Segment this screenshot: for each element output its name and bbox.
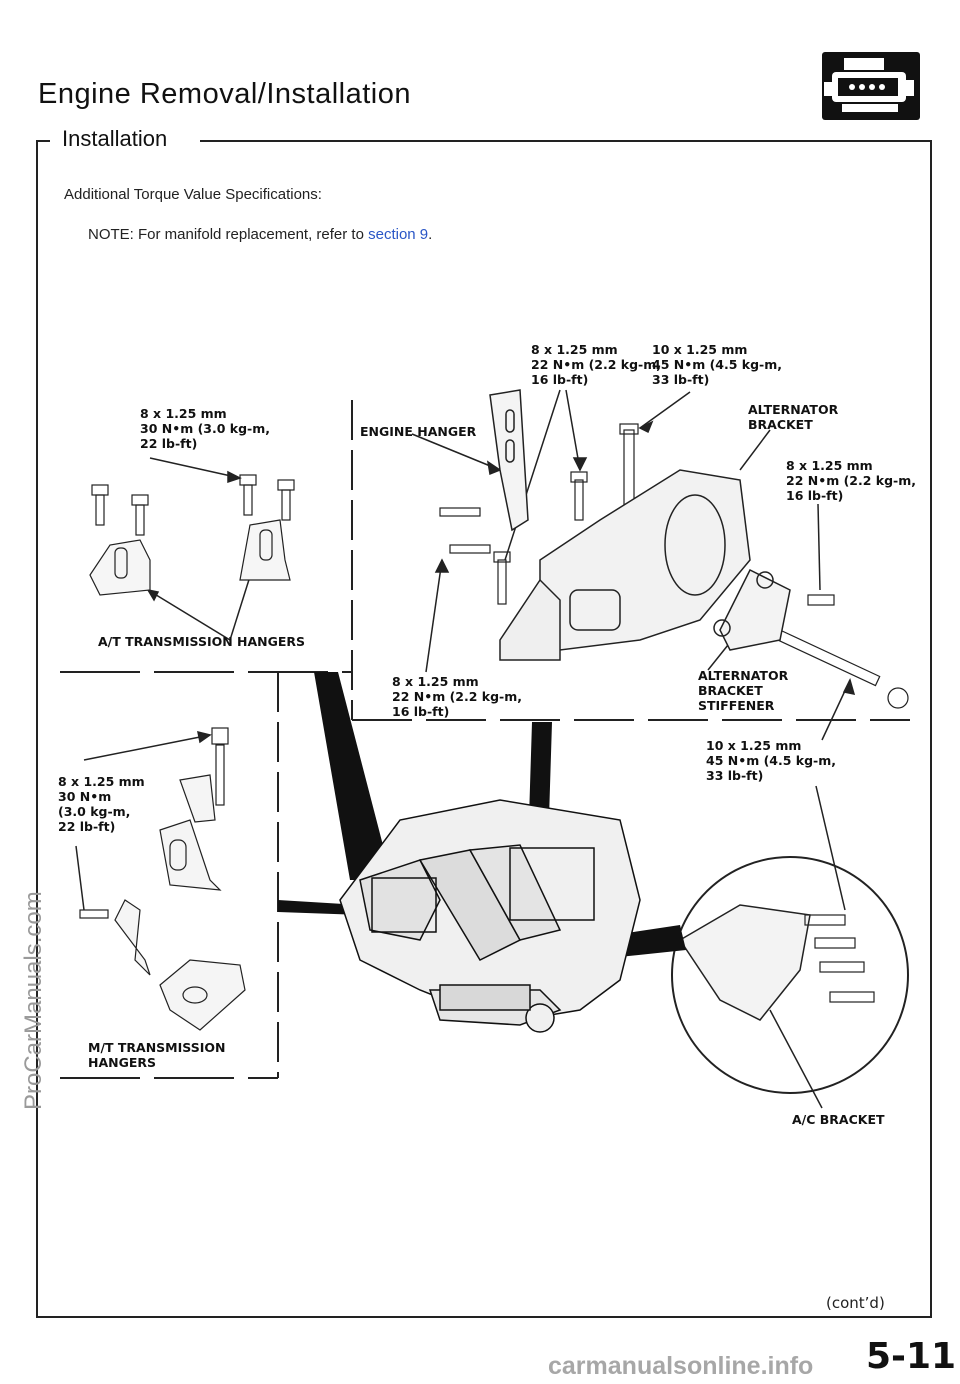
note-prefix: NOTE: For manifold replacement, refer to <box>88 226 369 243</box>
engine-icon <box>822 52 920 120</box>
bottom-watermark: carmanualsonline.info <box>548 1352 814 1380</box>
page-title: Engine Removal/Installation <box>38 78 411 110</box>
continued-note: (cont’d) <box>826 1294 885 1312</box>
bolt-spec-label: 8 x 1.25 mm 30 N•m (3.0 kg-m, 22 lb-ft) <box>58 774 145 834</box>
frame-line <box>36 140 38 1318</box>
intro-text: Additional Torque Value Specifications: <box>64 186 322 203</box>
frame-line <box>36 1316 932 1318</box>
note-suffix: . <box>428 226 433 243</box>
section-heading: Installation <box>62 126 168 151</box>
bolt-spec-label: 8 x 1.25 mm 22 N•m (2.2 kg-m, 16 lb-ft) <box>786 458 917 503</box>
engine-hanger-label: ENGINE HANGER <box>360 424 477 439</box>
alternator-bracket-label: ALTERNATOR BRACKET <box>748 402 839 432</box>
alternator-bracket-stiffener-label: ALTERNATOR BRACKET STIFFENER <box>698 668 789 713</box>
frame-line <box>36 140 50 142</box>
frame-line <box>930 140 932 1318</box>
bolt-spec-label: 8 x 1.25 mm 22 N•m (2.2 kg-m, 16 lb-ft) <box>392 674 523 719</box>
ac-bracket-label: A/C BRACKET <box>792 1112 885 1127</box>
bolt-spec-label: 10 x 1.25 mm 45 N•m (4.5 kg-m, 33 lb-ft) <box>652 342 783 387</box>
section-9-link[interactable]: section 9 <box>368 226 429 243</box>
mt-transmission-hangers-label: M/T TRANSMISSION HANGERS <box>88 1040 226 1070</box>
bolt-spec-label: 10 x 1.25 mm 45 N•m (4.5 kg-m, 33 lb-ft) <box>706 738 837 783</box>
frame-line <box>200 140 932 142</box>
bolt-spec-label: 8 x 1.25 mm 22 N•m (2.2 kg-m, 16 lb-ft) <box>531 342 662 387</box>
side-watermark: ProCarManuals.com <box>20 891 47 1110</box>
engine-icon-graphic <box>824 58 914 112</box>
note-text: NOTE: For manifold replacement, refer to… <box>88 226 432 243</box>
at-transmission-hangers-label: A/T TRANSMISSION HANGERS <box>98 634 306 649</box>
page-number: 5-11 <box>866 1336 957 1377</box>
bolt-spec-label: 8 x 1.25 mm 30 N•m (3.0 kg-m, 22 lb-ft) <box>140 406 271 451</box>
